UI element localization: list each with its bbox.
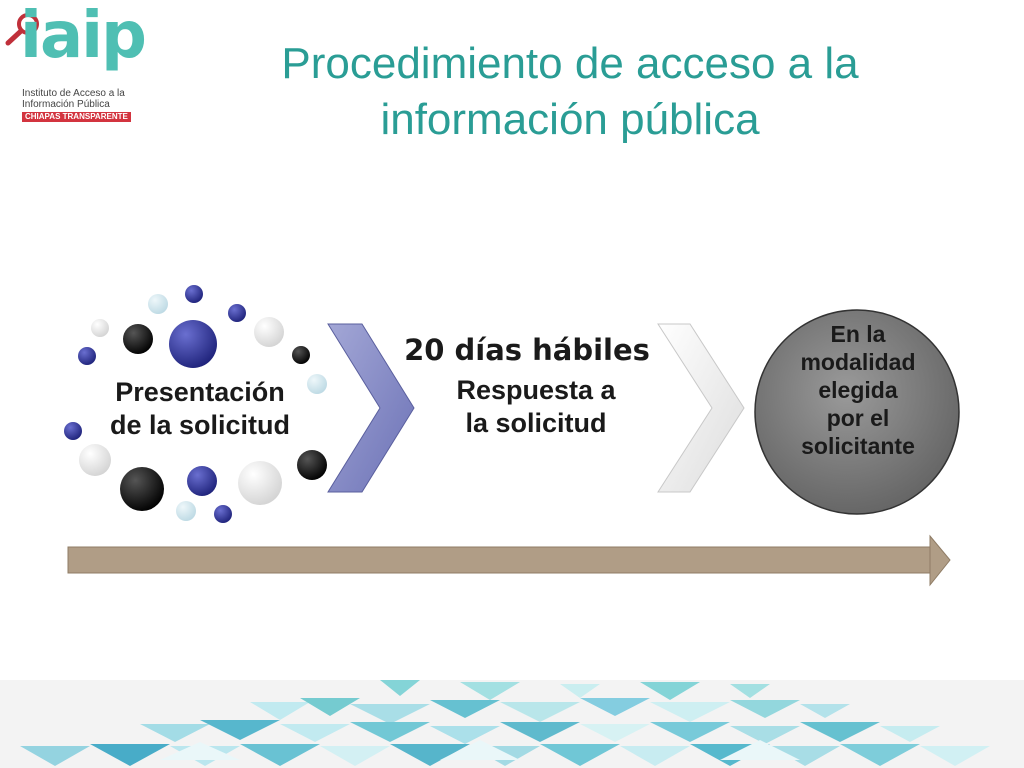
dot: [297, 450, 327, 480]
page-title: Procedimiento de acceso a la información…: [200, 36, 940, 148]
chevron-arrow-step2: [657, 323, 745, 493]
dot: [64, 422, 82, 440]
magnifier-icon: [5, 13, 39, 46]
dot: [228, 304, 246, 322]
dot: [185, 285, 203, 303]
step3-label-line1: En la: [830, 321, 886, 347]
dot: [148, 294, 168, 314]
dot: [292, 346, 310, 364]
dot: [254, 317, 284, 347]
timeline-arrow: [67, 534, 951, 587]
dot: [79, 444, 111, 476]
iaip-logo: iaip Instituto de Acceso a la Informació…: [0, 0, 180, 130]
step1-label: Presentación de la solicitud: [70, 376, 330, 442]
chevron-arrow-step1: [327, 323, 415, 493]
dot: [187, 466, 217, 496]
step3-label-line2: modalidad: [800, 349, 916, 375]
step2-label-line2: la solicitud: [465, 408, 607, 438]
dot: [238, 461, 282, 505]
dot: [123, 324, 153, 354]
step3-label: En la modalidad elegida por el solicitan…: [772, 320, 944, 460]
logo-line2: Información Pública: [22, 99, 110, 110]
step2-label: Respuesta a la solicitud: [420, 374, 652, 440]
dot: [307, 374, 327, 394]
logo-word: iaip: [20, 0, 147, 73]
step3-label-line4: por el: [826, 405, 890, 431]
step3-circle: [754, 309, 960, 515]
logo-line1: Instituto de Acceso a la: [22, 88, 125, 99]
title-line2: información pública: [380, 95, 760, 144]
dot: [169, 320, 217, 368]
dot: [214, 505, 232, 523]
dot: [91, 319, 109, 337]
title-line1: Procedimiento de acceso a la: [281, 39, 859, 88]
dot: [78, 347, 96, 365]
decorative-triangle-pattern: [0, 680, 1024, 768]
step2-days-label: 20 días hábiles: [404, 333, 650, 367]
step1-label-line2: de la solicitud: [109, 410, 291, 440]
dot: [120, 467, 164, 511]
decorative-dots: [64, 285, 327, 523]
step1-label-line1: Presentación: [115, 377, 285, 407]
logo-tagline: CHIAPAS TRANSPARENTE: [22, 112, 131, 122]
step3-label-line5: solicitante: [801, 433, 915, 459]
step2-label-line1: Respuesta a: [456, 375, 616, 405]
dot: [176, 501, 196, 521]
step3-label-line3: elegida: [818, 377, 898, 403]
